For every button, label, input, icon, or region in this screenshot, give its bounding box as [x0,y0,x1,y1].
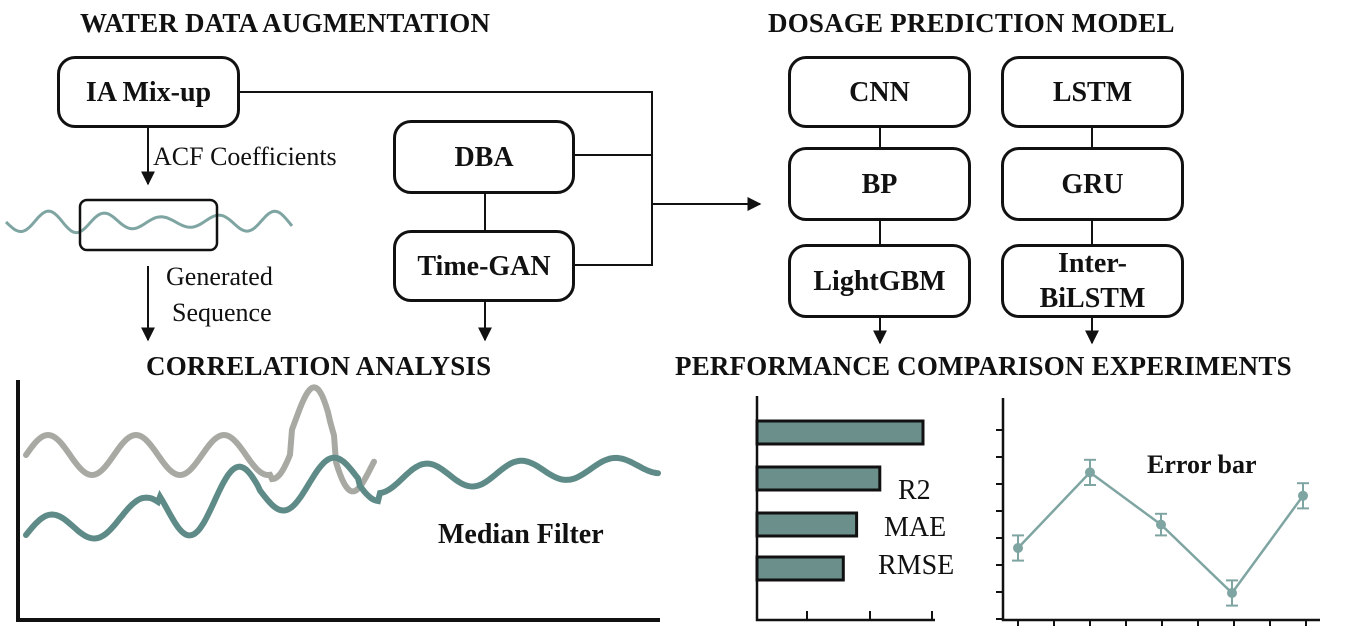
generated-label-line2: Sequence [172,298,272,327]
correlation-axes [16,380,660,622]
heading-correlation-analysis: CORRELATION ANALYSIS [146,351,492,381]
correlation-plot [16,380,661,622]
error-bar-title: Error bar [1147,450,1257,479]
heading-performance-comparison: PERFORMANCE COMPARISON EXPERIMENTS [675,351,1292,381]
generated-sequence [4,198,294,252]
acf-coefficients-label: ACF Coefficients [153,142,337,171]
median-filter-label: Median Filter [438,519,604,550]
bp-box: BP [788,147,971,221]
heading-dosage-prediction-model: DOSAGE PREDICTION MODEL [768,8,1175,38]
error-point-3 [1156,519,1166,530]
heading-water-data-augmentation: WATER DATA AUGMENTATION [80,8,491,38]
error-point-5 [1298,490,1308,501]
inter-bilstm-box: Inter- BiLSTM [1001,244,1184,318]
filtered-series-wave [23,454,661,542]
metric-bar-chart [755,396,935,622]
metric-r2-label: R2 [898,475,931,506]
augmentation-connectors [141,91,762,342]
error-bar-chart [996,398,1320,626]
error-point-2 [1085,467,1095,478]
raw-series-wave [23,384,377,495]
inter-bilstm-line1: Inter- [1058,248,1127,279]
inter-bilstm-line2: BiLSTM [1039,283,1146,314]
lightgbm-box: LightGBM [788,244,971,318]
cnn-box: CNN [788,56,971,128]
lstm-box: LSTM [1001,56,1184,128]
metric-bar-4 [755,555,845,582]
error-point-1 [1013,543,1023,553]
metric-mae-label: MAE [884,512,947,543]
generated-label-line1: Generated [166,262,273,291]
metric-bar-2 [755,465,882,492]
metric-rmse-label: RMSE [878,550,955,581]
error-chart-axes [1001,398,1320,622]
sequence-window [78,198,219,252]
gru-box: GRU [1001,147,1184,221]
error-point-4 [1227,588,1237,598]
time-gan-box: Time-GAN [393,230,575,302]
sequence-wave [4,209,294,235]
model-connectors [873,126,1099,345]
mixup-to-merge-line [240,91,653,266]
ia-mixup-box: IA Mix-up [57,56,240,128]
metric-bar-1 [755,419,925,446]
dba-box: DBA [393,120,575,194]
metric-bar-3 [755,511,859,538]
